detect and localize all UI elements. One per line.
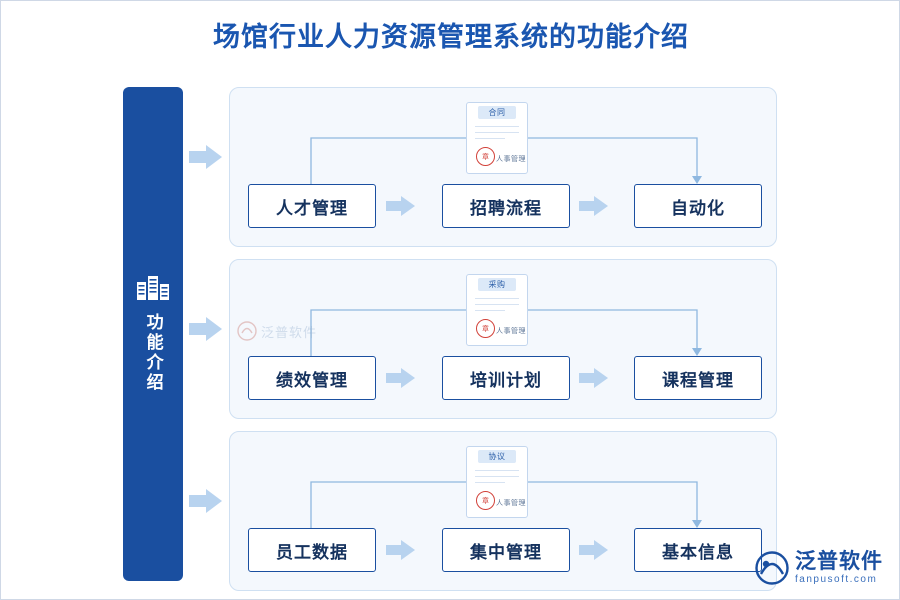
flow-arrow-row2-1-icon <box>386 368 415 388</box>
watermark: 泛普软件 <box>237 321 317 341</box>
panel-row-1: 合同 章 人事管理 人才管理 招聘流程 自动化 <box>229 87 777 247</box>
watermark-text: 泛普软件 <box>261 324 318 340</box>
brand-mark-icon <box>755 551 789 585</box>
document-seal-text-row1: 人事管理 <box>496 156 526 163</box>
document-icon-row2: 采购 章 人事管理 <box>466 274 528 346</box>
node-box-row3-2[interactable]: 集中管理 <box>442 528 570 572</box>
document-icon-row1: 合同 章 人事管理 <box>466 102 528 174</box>
node-box-row3-3[interactable]: 基本信息 <box>634 528 762 572</box>
flow-arrow-row1-2-icon <box>579 196 608 216</box>
panel-row-3: 协议 章 人事管理 员工数据 集中管理 基本信息 <box>229 431 777 591</box>
bar-arrow-row3-icon <box>189 489 222 513</box>
flow-arrow-row1-1-icon <box>386 196 415 216</box>
bar-arrow-row1-icon <box>189 145 222 169</box>
document-seal-text-row2: 人事管理 <box>496 328 526 335</box>
node-box-row1-1[interactable]: 人才管理 <box>248 184 376 228</box>
node-box-row2-1[interactable]: 绩效管理 <box>248 356 376 400</box>
document-tab-label-row2: 采购 <box>478 278 516 291</box>
bar-arrow-row2-icon <box>189 317 222 341</box>
building-icon <box>137 276 169 300</box>
watermark-logo-icon <box>237 321 257 341</box>
document-tab-label-row3: 协议 <box>478 450 516 463</box>
node-box-row1-2[interactable]: 招聘流程 <box>442 184 570 228</box>
panel-row-2: 采购 章 人事管理 绩效管理 培训计划 课程管理 <box>229 259 777 419</box>
flow-arrow-row2-2-icon <box>579 368 608 388</box>
document-seal-row2: 章 <box>476 319 495 338</box>
flow-arrow-row3-2-icon <box>579 540 608 560</box>
document-icon-row3: 协议 章 人事管理 <box>466 446 528 518</box>
document-tab-label-row1: 合同 <box>478 106 516 119</box>
sidebar-label: 功能介绍 <box>143 313 163 393</box>
node-box-row2-2[interactable]: 培训计划 <box>442 356 570 400</box>
brand-name-cn: 泛普软件 <box>795 550 883 573</box>
brand-logo: 泛普软件 fanpusoft.com <box>755 551 883 585</box>
document-seal-row1: 章 <box>476 147 495 166</box>
document-seal-row3: 章 <box>476 491 495 510</box>
flow-arrow-row3-1-icon <box>386 540 415 560</box>
brand-name-en: fanpusoft.com <box>795 574 878 585</box>
document-seal-text-row3: 人事管理 <box>496 500 526 507</box>
node-box-row3-1[interactable]: 员工数据 <box>248 528 376 572</box>
sidebar-functions-bar: 功能介绍 <box>123 87 183 581</box>
node-box-row2-3[interactable]: 课程管理 <box>634 356 762 400</box>
page-title: 场馆行业人力资源管理系统的功能介绍 <box>213 22 689 52</box>
node-box-row1-3[interactable]: 自动化 <box>634 184 762 228</box>
